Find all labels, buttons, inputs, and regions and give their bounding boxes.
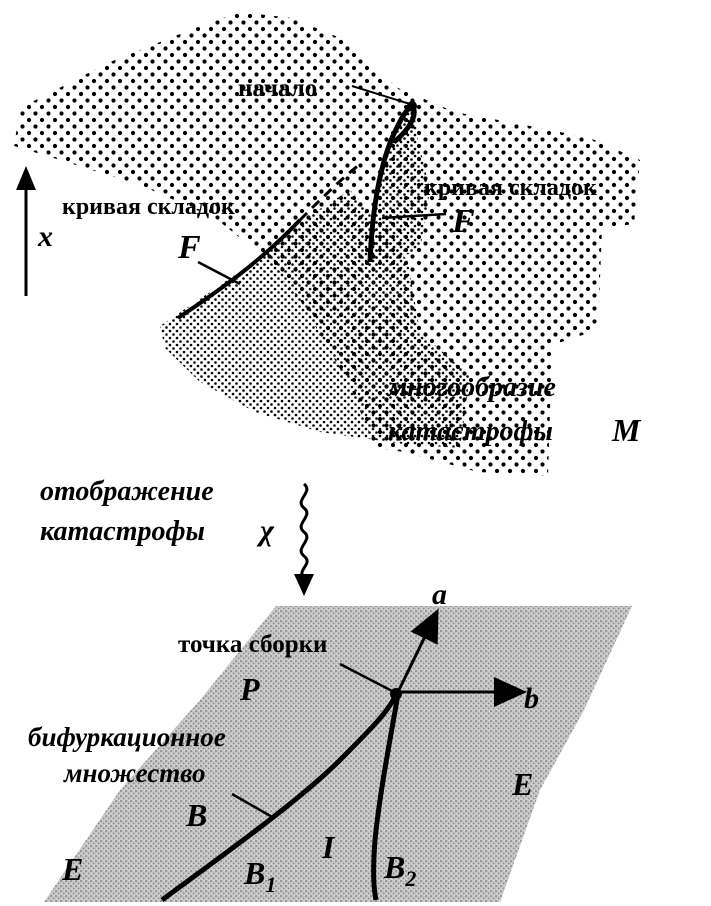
fold-curve-left-label: кривая складок: [62, 194, 235, 220]
region-I: I: [321, 829, 336, 865]
fold-curve-left-hidden: [298, 162, 361, 222]
bif-set-leader: [231, 792, 275, 820]
fold-letter-left: F: [177, 229, 201, 266]
cusp-leader: [339, 662, 395, 694]
bifurcation-curve-B1: [160, 693, 399, 903]
manifold-upper-sheet: [368, 104, 430, 268]
map-symbol: χ: [256, 514, 275, 547]
manifold-label-line2: катастрофы: [388, 416, 553, 447]
fold-letter-right-leader: [381, 212, 447, 220]
manifold-label-line1: многообразие: [387, 372, 556, 403]
start-leader: [351, 85, 411, 105]
region-P: P: [239, 671, 260, 707]
fold-curve-right-label: кривая складок: [424, 175, 597, 201]
fold-letter-left-leader: [197, 260, 241, 286]
plane-surface: [44, 606, 632, 902]
map-label-line2: катастрофы: [40, 516, 205, 547]
bif-set-label-line1: бифуркационное: [28, 722, 226, 752]
start-label: начало: [238, 75, 317, 102]
region-E-right: E: [511, 766, 533, 802]
manifold-symbol: M: [611, 412, 642, 448]
curve-label-B1: B1: [243, 855, 276, 897]
fold-curve-right: [367, 105, 417, 263]
axis-x-label: x: [37, 220, 53, 253]
curve-label-B2: B2: [383, 849, 416, 891]
catastrophe-manifold: [14, 12, 640, 476]
axis-b-label: b: [524, 682, 539, 715]
map-wavy-arrow: [294, 482, 314, 596]
region-B: B: [185, 797, 207, 833]
axis-a-label: a: [432, 578, 447, 611]
bif-set-label-line2: множество: [63, 758, 206, 788]
axis-x-arrowhead: [16, 166, 36, 190]
axis-x: [16, 166, 36, 296]
region-E-left: E: [61, 851, 83, 887]
cusp-point-label: точка сборки: [178, 631, 327, 658]
map-label-line1: отображение: [40, 476, 214, 507]
fold-letter-right: F: [451, 203, 475, 240]
control-plane: [44, 606, 632, 903]
axis-a-line: [396, 608, 439, 693]
bifurcation-curve-B2: [371, 693, 401, 901]
fold-curve-left: [176, 218, 302, 320]
